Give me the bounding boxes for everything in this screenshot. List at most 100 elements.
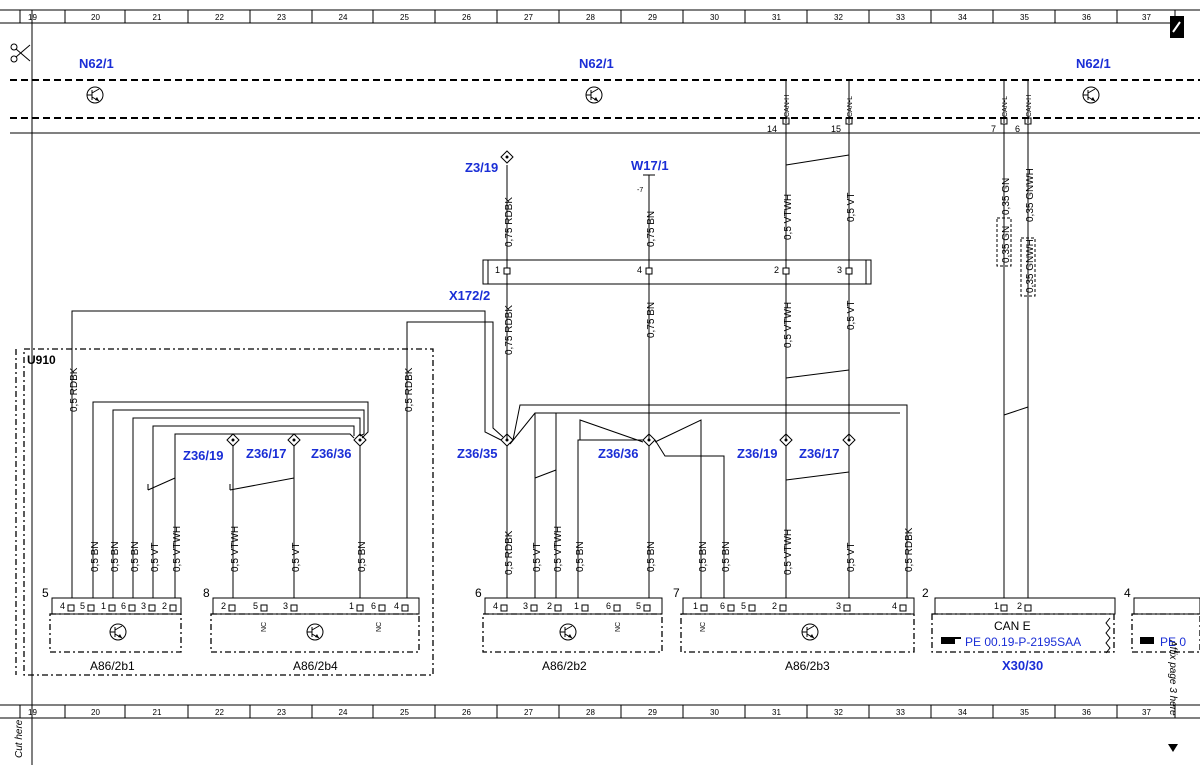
cut-here-label: Cut here xyxy=(14,719,25,758)
ruler-bottom-col-26: 26 xyxy=(462,708,471,717)
ruler-bottom-col-29: 29 xyxy=(648,708,657,717)
z36-17-label-left[interactable]: Z36/17 xyxy=(246,446,286,461)
z36-19-right-splice-icon xyxy=(779,433,793,447)
a86-2b3-number: 7 xyxy=(673,586,680,600)
wire-label-b2-rdbk: 0,5 RDBK xyxy=(504,530,515,575)
transistor-icon-center xyxy=(585,86,603,104)
z36-19-label-right[interactable]: Z36/19 xyxy=(737,446,777,461)
a86-2b4-pin-3: 1 xyxy=(349,601,354,611)
z36-35-splice-icon xyxy=(500,433,514,447)
can-h-label-a: CAN-H xyxy=(784,95,791,117)
ruler-bottom-col-19: 19 xyxy=(28,708,37,717)
wire-label-b1-bn-2: 0,5 BN xyxy=(110,541,121,572)
ruler-bottom-col-28: 28 xyxy=(586,708,595,717)
z36-36-label-left[interactable]: Z36/36 xyxy=(311,446,351,461)
z36-36-label-right[interactable]: Z36/36 xyxy=(598,446,638,461)
a86-2b3-pin-1: 6 xyxy=(720,601,725,611)
x172-2-pins xyxy=(503,267,853,275)
wire-label-b1-bn-1: 0,5 BN xyxy=(90,541,101,572)
x172-pin-2: 2 xyxy=(774,265,779,275)
a86-2b4-nc-1: NC xyxy=(376,622,383,632)
pe-reference-link-partial[interactable]: PE 0 xyxy=(1160,635,1186,649)
ruler-bottom-col-32: 32 xyxy=(834,708,843,717)
w17-1-pin: -7 xyxy=(637,187,643,194)
transistor-icon-left xyxy=(86,86,104,104)
a86-2b1-label[interactable]: A86/2b1 xyxy=(90,659,135,673)
x30-30-label[interactable]: X30/30 xyxy=(1002,658,1043,673)
wires-left-module xyxy=(92,401,369,598)
right-partial-number: 4 xyxy=(1124,586,1131,600)
wires-middle xyxy=(71,274,908,598)
x172-2-label[interactable]: X172/2 xyxy=(449,288,490,303)
n62-1-label-right[interactable]: N62/1 xyxy=(1076,56,1111,71)
can-pin-7: 7 xyxy=(991,124,996,134)
a86-2b4-nc-0: NC xyxy=(261,622,268,632)
z36-17-label-right[interactable]: Z36/17 xyxy=(799,446,839,461)
can-pin-14: 14 xyxy=(767,124,777,134)
wire-label-vt-upper: 0,5 VT xyxy=(846,193,857,222)
ruler-top-col-21: 21 xyxy=(153,13,162,22)
ruler-bottom-col-35: 35 xyxy=(1020,708,1029,717)
w17-1-label[interactable]: W17/1 xyxy=(631,158,669,173)
a86-2b3-label[interactable]: A86/2b3 xyxy=(785,659,830,673)
ruler-bottom-col-24: 24 xyxy=(339,708,348,717)
ruler-top-col-36: 36 xyxy=(1082,13,1091,22)
bottom-wire-labels: 0,5 BN 0,5 BN 0,5 BN 0,5 VT 0,5 VTWH 0,5… xyxy=(90,526,915,575)
wire-label-gnwh-box: 0,35 GNWH xyxy=(1025,239,1036,293)
a86-2b4-label[interactable]: A86/2b4 xyxy=(293,659,338,673)
ruler-top-col-35: 35 xyxy=(1020,13,1029,22)
gnwh-shield-box xyxy=(1020,237,1036,297)
a86-2b2-pin-5: 5 xyxy=(636,601,641,611)
hand-pointer-icon xyxy=(941,637,961,644)
n62-1-label-left[interactable]: N62/1 xyxy=(79,56,114,71)
a86-2b4-pin-2: 3 xyxy=(283,601,288,611)
a86-2b2-label[interactable]: A86/2b2 xyxy=(542,659,587,673)
ruler-bottom-col-34: 34 xyxy=(958,708,967,717)
z36-17-left-splice-icon xyxy=(287,433,301,447)
right-partial-connector xyxy=(1131,597,1200,653)
wire-label-b2-vt: 0,5 VT xyxy=(532,543,543,572)
ruler-top-col-34: 34 xyxy=(958,13,967,22)
a86-2b3-pin-0: 1 xyxy=(693,601,698,611)
z3-19-label[interactable]: Z3/19 xyxy=(465,160,498,175)
can-l-label-a: CAN-L xyxy=(847,96,854,117)
ruler-bottom-col-22: 22 xyxy=(215,708,224,717)
ruler-top-col-22: 22 xyxy=(215,13,224,22)
can-pin-15: 15 xyxy=(831,124,841,134)
u910-dashed-box xyxy=(15,348,434,676)
pe-reference-link[interactable]: PE 00.19-P-2195SAA xyxy=(965,635,1081,649)
ruler-top-col-32: 32 xyxy=(834,13,843,22)
z36-35-label[interactable]: Z36/35 xyxy=(457,446,497,461)
a86-2b3-pin-5: 4 xyxy=(892,601,897,611)
a86-2b2-pin-0: 4 xyxy=(493,601,498,611)
wire-label-bn075-mid: 0,75 BN xyxy=(646,302,657,338)
x30-30-number: 2 xyxy=(922,586,929,600)
a86-2b2-pin-2: 2 xyxy=(547,601,552,611)
a86-2b3-pin-4: 3 xyxy=(836,601,841,611)
a86-2b1-pin-2: 1 xyxy=(101,601,106,611)
wire-label-rdbk-left: 0,5 RDBK xyxy=(69,367,80,412)
ruler-bottom-col-31: 31 xyxy=(772,708,781,717)
a86-2b4-pin-1: 5 xyxy=(253,601,258,611)
a86-2b2-nc-0: NC xyxy=(615,622,622,632)
n62-1-label-center[interactable]: N62/1 xyxy=(579,56,614,71)
wire-label-b2-bn-2: 0,5 BN xyxy=(646,541,657,572)
gn-shield-box xyxy=(996,217,1012,267)
wire-label-gnwh-upper: 0,35 GNWH xyxy=(1025,168,1036,222)
a86-2b4-number: 8 xyxy=(203,586,210,600)
ruler-top-col-31: 31 xyxy=(772,13,781,22)
can-pin-6: 6 xyxy=(1015,124,1020,134)
wire-label-b4-vt: 0,5 VT xyxy=(291,543,302,572)
ruler-bottom-col-27: 27 xyxy=(524,708,533,717)
a86-2b4-pin-0: 2 xyxy=(221,601,226,611)
z36-19-label-left[interactable]: Z36/19 xyxy=(183,448,223,463)
a86-2b2-pin-1: 3 xyxy=(523,601,528,611)
z36-36-right-splice-icon xyxy=(642,433,656,447)
a86-2b2-pin-4: 6 xyxy=(606,601,611,611)
wire-label-b3-bn-2: 0,5 BN xyxy=(721,541,732,572)
wire-label-b3-bn-1: 0,5 BN xyxy=(698,541,709,572)
ruler-top-col-19: 19 xyxy=(28,13,37,22)
